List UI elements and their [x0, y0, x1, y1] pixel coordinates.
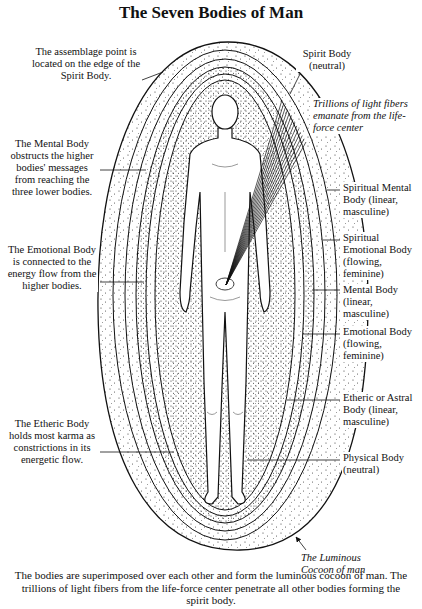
light-fiber — [226, 116, 291, 285]
spiritual-mental-body — [113, 50, 337, 540]
emotional-body — [146, 74, 304, 516]
light-fiber — [226, 110, 288, 285]
body-label: Mental Body (linear, masculine) — [342, 284, 420, 320]
light-fiber — [226, 139, 304, 285]
body-label: Spiritual Mental Body (linear, masculine… — [342, 182, 420, 218]
light-fiber — [226, 119, 293, 285]
callout-note: The assemblage point is located on the e… — [30, 46, 142, 82]
callout-note: The Mental Body obstructs the higher bod… — [6, 138, 98, 198]
light-fiber — [226, 129, 299, 285]
human-figure — [180, 95, 270, 504]
light-fiber — [226, 103, 284, 285]
light-fiber — [226, 113, 289, 285]
title: The Seven Bodies of Man — [0, 3, 422, 23]
light-fiber — [226, 123, 295, 285]
caption: The bodies are superimposed over each ot… — [10, 569, 412, 607]
light-fiber — [226, 132, 300, 285]
light-fibers — [226, 100, 306, 285]
spiritual-mental-stipple — [113, 50, 337, 540]
body-label: Etheric or Astral Body (linear, masculin… — [342, 392, 420, 428]
light-fiber — [226, 106, 286, 285]
body-label: Physical Body (neutral) — [342, 452, 420, 476]
callout-note: Trillions of light fibers emanate from t… — [312, 98, 416, 134]
light-fiber — [226, 142, 306, 285]
mental-body — [136, 67, 314, 523]
callout-note: The Emotional Body is connected to the e… — [6, 244, 98, 292]
callout-note: The Etheric Body holds most karma as con… — [6, 418, 98, 466]
light-fiber — [226, 126, 297, 285]
etheric-body — [155, 80, 295, 510]
leader-lines — [100, 72, 340, 550]
body-label: Spiritual Emotional Body (flowing, femin… — [342, 232, 420, 280]
body-label: Spirit Body (neutral) — [296, 48, 358, 72]
light-fiber — [226, 136, 302, 285]
body-label: Emotional Body (flowing, feminine) — [342, 326, 420, 362]
emotional-stipple — [146, 74, 304, 516]
